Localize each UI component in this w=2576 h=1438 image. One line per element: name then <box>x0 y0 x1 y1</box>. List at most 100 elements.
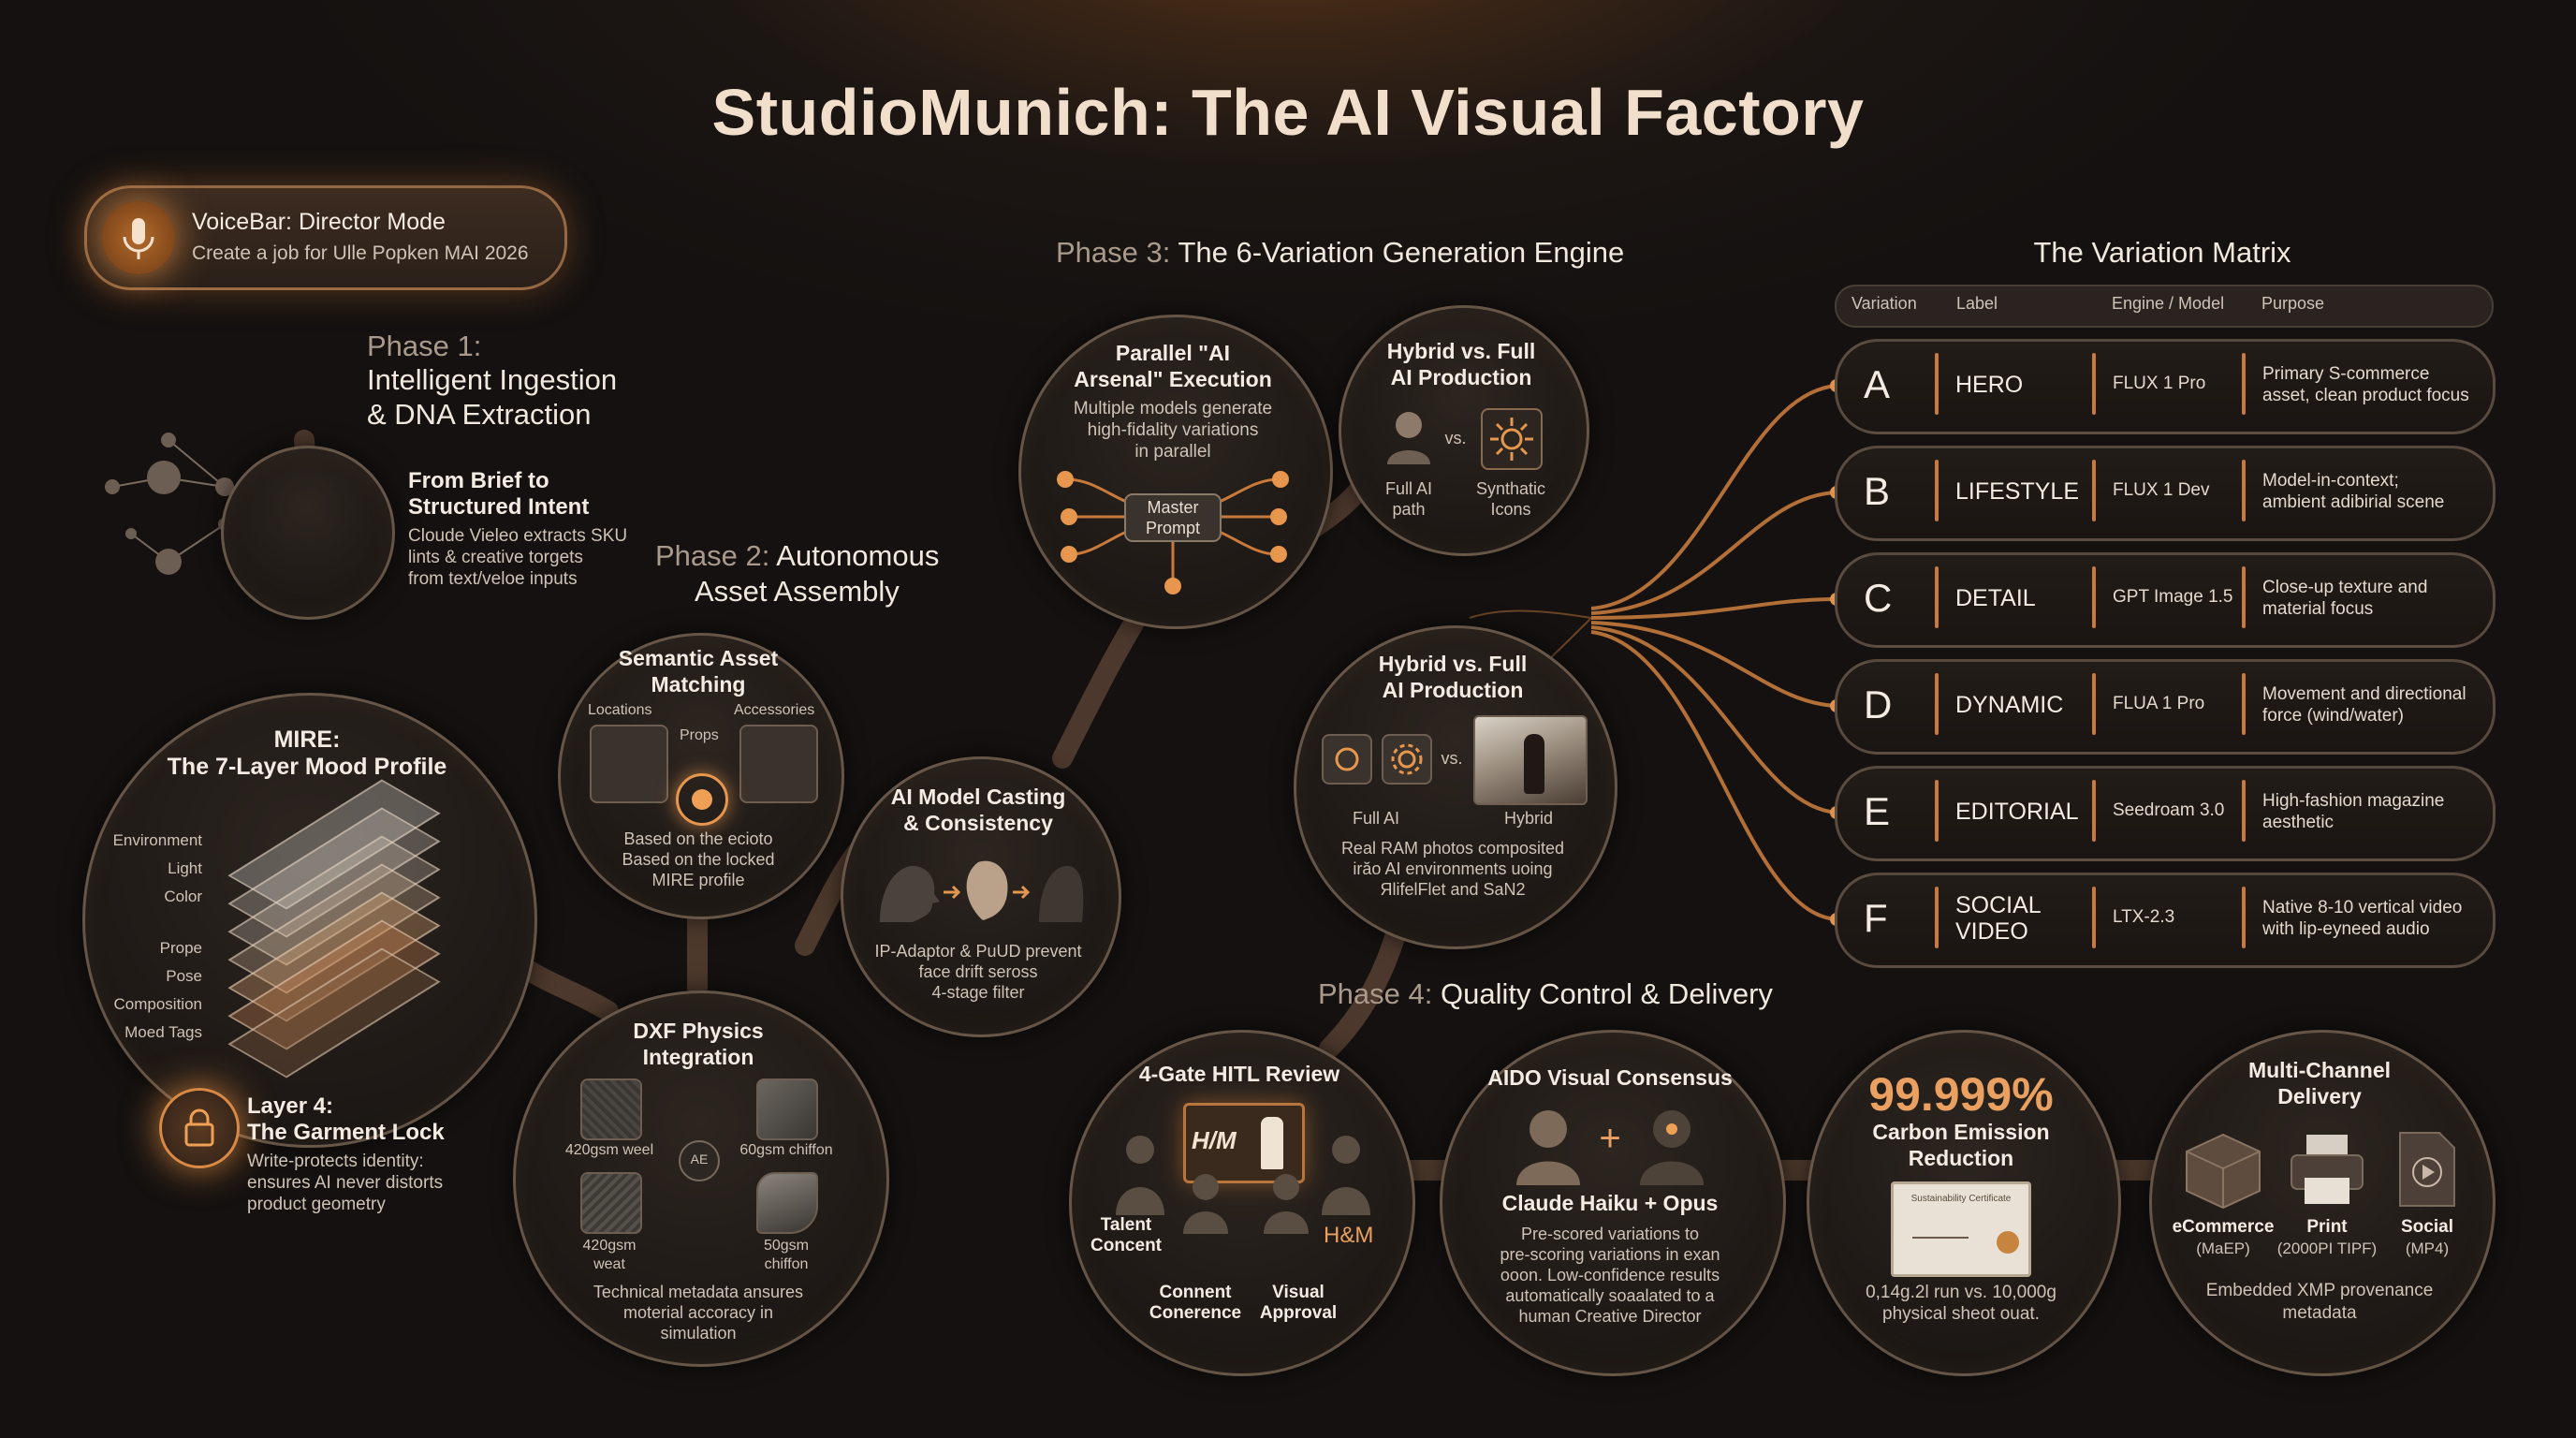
brief-desc-3: from text/veloe inputs <box>408 569 578 589</box>
mire-layer-label: Prope <box>159 939 202 957</box>
signature-mark <box>1912 1237 1969 1239</box>
carbon-value: 99.999% <box>1868 1068 2054 1121</box>
delivery-title-1: Multi-Channel <box>2247 1058 2392 1082</box>
semantic-desc-2: Based on the locked <box>622 850 775 869</box>
mire-title-2: The 7-Layer Mood Profile <box>167 754 447 780</box>
hybrid-top-right-2: Icons <box>1490 500 1531 519</box>
dxf-hub-label: AE <box>690 1152 709 1167</box>
variation-purpose-1: Native 8-10 vertical video <box>2262 898 2463 917</box>
consensus-desc-5: human Creative Director <box>1518 1307 1702 1326</box>
matrix-row[interactable]: A HERO FLUX 1 Pro Primary S-commerce ass… <box>1835 339 2496 434</box>
casting-title-2: & Consistency <box>903 811 1053 835</box>
variation-engine: Seedroam 3.0 <box>2113 800 2225 820</box>
delivery-desc-2: metadata <box>2282 1303 2357 1323</box>
row-divider <box>2242 673 2246 735</box>
row-divider <box>2242 566 2246 628</box>
mire-node <box>82 693 537 1148</box>
variation-purpose-2: force (wind/water) <box>2262 706 2404 726</box>
row-divider <box>1935 566 1939 628</box>
reviewer-group-icon <box>1103 1112 1383 1234</box>
consensus-desc-1: Pre-scored variations to <box>1520 1225 1700 1243</box>
variation-engine: FLUX 1 Pro <box>2113 374 2206 393</box>
delivery-desc-1: Embedded XMP provenance <box>2205 1281 2434 1300</box>
consensus-plus: + <box>1599 1118 1621 1159</box>
carbon-title-2: Reduction <box>1908 1146 2014 1170</box>
gear-icon <box>1382 734 1432 785</box>
matrix-header-purpose: Purpose <box>2261 294 2325 313</box>
variation-label: DYNAMIC <box>1955 692 2064 718</box>
consensus-subtitle: Claude Haiku + Opus <box>1501 1191 1719 1215</box>
variation-purpose-2: ambient adibirial scene <box>2262 492 2445 512</box>
voicebar[interactable]: VoiceBar: Director Mode Create a job for… <box>84 185 567 290</box>
variation-label: SOCIAL <box>1955 892 2042 918</box>
variation-label: LIFESTYLE <box>1955 478 2079 505</box>
wool-swatch-icon <box>580 1078 642 1140</box>
phase3-heading: Phase 3: The 6-Variation Generation Engi… <box>1056 236 1624 270</box>
hitl-title: 4-Gate HITL Review <box>1138 1062 1340 1086</box>
brief-title-1: From Brief to <box>408 468 549 493</box>
certificate-seal-icon <box>1997 1231 2019 1254</box>
dxf-desc-2: moterial accoracy in <box>622 1303 774 1322</box>
hybrid-top-right-1: Synthatic <box>1475 479 1546 498</box>
semantic-title-1: Semantic Asset <box>618 646 779 670</box>
matrix-header-variation: Variation <box>1852 294 1917 313</box>
matrix-header <box>1835 285 2494 328</box>
dxf-desc-3: simulation <box>660 1324 737 1343</box>
hybrid-mid-title-1: Hybrid vs. Full <box>1378 652 1528 676</box>
locations-icon <box>590 725 668 803</box>
certificate-title: Sustainability Certificate <box>1910 1194 2012 1204</box>
voicebar-title: VoiceBar: Director Mode <box>192 209 446 235</box>
hybrid-mid-desc-2: irăo AI environments uoing <box>1353 859 1553 878</box>
row-divider <box>2092 887 2096 948</box>
hybrid-mid-desc-3: ЯlifelFlet and SaN2 <box>1380 880 1526 899</box>
matrix-title: The Variation Matrix <box>2033 236 2291 269</box>
hybrid-mid-title-2: AI Production <box>1382 678 1524 702</box>
variation-letter: D <box>1864 682 1893 726</box>
mire-layer-label: Light <box>168 859 202 877</box>
row-divider <box>1935 460 1939 521</box>
row-divider <box>1935 887 1939 948</box>
carbon-desc-1: 0,14g.2l run vs. 10,000g <box>1866 1283 2056 1302</box>
dxf-title-1: DXF Physics <box>633 1019 764 1043</box>
casting-desc-2: face drift seross <box>918 962 1038 981</box>
variation-engine: LTX-2.3 <box>2113 907 2175 927</box>
wool-swatch-icon <box>580 1172 642 1234</box>
delivery-ch2-1: Print <box>2306 1217 2348 1237</box>
matrix-row[interactable]: E EDITORIAL Seedroam 3.0 High-fashion ma… <box>1835 766 2496 861</box>
consensus-title: AIDO Visual Consensus <box>1487 1065 1733 1090</box>
hitl-visual-1: Visual <box>1272 1283 1325 1302</box>
parallel-title-1: Parallel "AI <box>1115 341 1231 365</box>
variation-letter: C <box>1864 576 1893 620</box>
consensus-desc-4: automatically soaalated to a <box>1505 1286 1715 1305</box>
matrix-row[interactable]: C DETAIL GPT Image 1.5 Close-up texture … <box>1835 552 2496 648</box>
phase2-label: Phase 2: <box>655 539 770 572</box>
variation-label: DETAIL <box>1955 585 2036 611</box>
target-core <box>692 789 712 810</box>
hybrid-mid-vs: vs. <box>1441 749 1463 768</box>
target-icon <box>676 773 728 826</box>
microphone-icon[interactable] <box>102 201 175 274</box>
dxf-hub: AE <box>679 1140 720 1181</box>
variation-label: EDITORIAL <box>1955 799 2079 825</box>
parallel-title-2: Arsenal" Execution <box>1074 367 1272 391</box>
variation-engine: FLUA 1 Pro <box>2113 694 2205 713</box>
phase1-name-2: & DNA Extraction <box>367 398 592 431</box>
dxf-title-2: Integration <box>642 1045 754 1069</box>
variation-purpose-1: Close-up texture and <box>2262 578 2428 597</box>
brief-title-2: Structured Intent <box>408 494 590 520</box>
brief-node <box>221 446 395 620</box>
photo-figure <box>1524 734 1544 794</box>
dxf-label-bl-1: 420gsm <box>582 1238 637 1254</box>
phase4-label: Phase 4: <box>1318 977 1433 1010</box>
person-icon <box>1383 408 1434 464</box>
matrix-row[interactable]: F SOCIAL VIDEO LTX-2.3 Native 8-10 verti… <box>1835 873 2496 968</box>
matrix-row[interactable]: B LIFESTYLE FLUX 1 Dev Model-in-context;… <box>1835 446 2496 541</box>
consensus-desc-2: pre-scoring variations in exan <box>1500 1245 1720 1264</box>
brief-desc-2: lints & creative torgets <box>408 548 583 567</box>
matrix-header-engine: Engine / Model <box>2112 294 2225 313</box>
delivery-ch2-2: (2000PI TIPF) <box>2276 1240 2378 1257</box>
phase2-heading: Phase 2: Autonomous <box>655 539 939 573</box>
matrix-header-label: Label <box>1956 294 1998 313</box>
delivery-ch3-1: Social <box>2401 1217 2453 1237</box>
matrix-row[interactable]: D DYNAMIC FLUA 1 Pro Movement and direct… <box>1835 659 2496 755</box>
